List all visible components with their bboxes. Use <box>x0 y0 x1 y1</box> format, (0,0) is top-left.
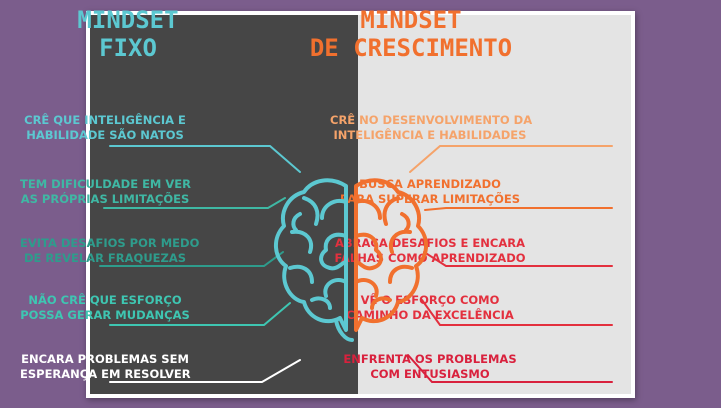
growth-connector-5 <box>407 354 613 383</box>
fixed-item-4-line1: NÃO CRÊ QUE ESFORÇO <box>28 293 182 307</box>
growth-item-5: ENFRENTA OS PROBLEMAS COM ENTUSIASMO <box>330 352 530 382</box>
growth-item-5-line2: COM ENTUSIASMO <box>370 367 490 381</box>
growth-item-2-line2: PARA SUPERAR LIMITAÇÕES <box>339 192 521 206</box>
fixed-item-5-line1: ENCARA PROBLEMAS SEM <box>21 352 189 366</box>
fixed-item-5-line2: ESPERANÇA EM RESOLVER <box>20 367 191 381</box>
growth-title-line2: DE CRESCIMENTO <box>309 34 513 62</box>
fixed-item-5: ENCARA PROBLEMAS SEM ESPERANÇA EM RESOLV… <box>20 352 191 382</box>
fixed-title-line2: FIXO <box>99 34 157 62</box>
fixed-item-2-line2: AS PRÓPRIAS LIMITAÇÕES <box>20 192 190 206</box>
fixed-item-1-line1: CRÊ QUE INTELIGÊNCIA E <box>24 113 186 127</box>
growth-item-4-line1: VÊ O ESFORÇO COMO <box>360 293 500 307</box>
fixed-item-1: CRÊ QUE INTELIGÊNCIA E HABILIDADE SÃO NA… <box>20 113 190 143</box>
growth-item-1: CRÊ NO DESENVOLVIMENTO DA INTELIGÊNCIA E… <box>330 113 533 143</box>
growth-brain-hemisphere-icon <box>354 178 428 332</box>
growth-connector-4 <box>421 299 613 326</box>
fixed-connector-3 <box>99 251 284 267</box>
growth-item-5-line1: ENFRENTA OS PROBLEMAS <box>343 352 517 366</box>
fixed-connector-4 <box>109 302 291 326</box>
fixed-item-1-line2: HABILIDADE SÃO NATOS <box>26 128 184 142</box>
growth-mindset-title: MINDSET DE CRESCIMENTO <box>296 6 526 62</box>
growth-connector-1 <box>409 145 613 173</box>
growth-item-1-line1: CRÊ NO DESENVOLVIMENTO DA <box>330 113 533 127</box>
fixed-title-line1: MINDSET <box>77 6 179 34</box>
growth-item-3-line1: ABRAÇA DESAFIOS E ENCARA <box>335 236 525 250</box>
fixed-item-4: NÃO CRÊ QUE ESFORÇO POSSA GERAR MUDANÇAS <box>20 293 190 323</box>
fixed-item-2-line1: TEM DIFICULDADE EM VER <box>20 177 191 191</box>
fixed-item-3: EVITA DESAFIOS POR MEDO DE REVELAR FRAQU… <box>20 236 200 266</box>
fixed-connector-5 <box>109 359 301 383</box>
fixed-brain-hemisphere-icon <box>274 178 354 342</box>
fixed-connector-1 <box>109 145 301 173</box>
fixed-item-2: TEM DIFICULDADE EM VER AS PRÓPRIAS LIMIT… <box>20 177 191 207</box>
fixed-item-3-line2: DE REVELAR FRAQUEZAS <box>23 251 187 265</box>
growth-item-1-line2: INTELIGÊNCIA E HABILIDADES <box>333 128 527 142</box>
fixed-connector-2 <box>103 197 286 209</box>
fixed-mindset-title: MINDSET FIXO <box>68 6 188 62</box>
growth-connector-2 <box>424 207 613 211</box>
growth-mindset-panel <box>358 15 631 394</box>
growth-connector-3 <box>423 251 613 267</box>
fixed-item-3-line1: EVITA DESAFIOS POR MEDO <box>20 236 200 250</box>
fixed-item-4-line2: POSSA GERAR MUDANÇAS <box>20 308 190 322</box>
growth-title-line1: MINDSET <box>360 6 462 34</box>
